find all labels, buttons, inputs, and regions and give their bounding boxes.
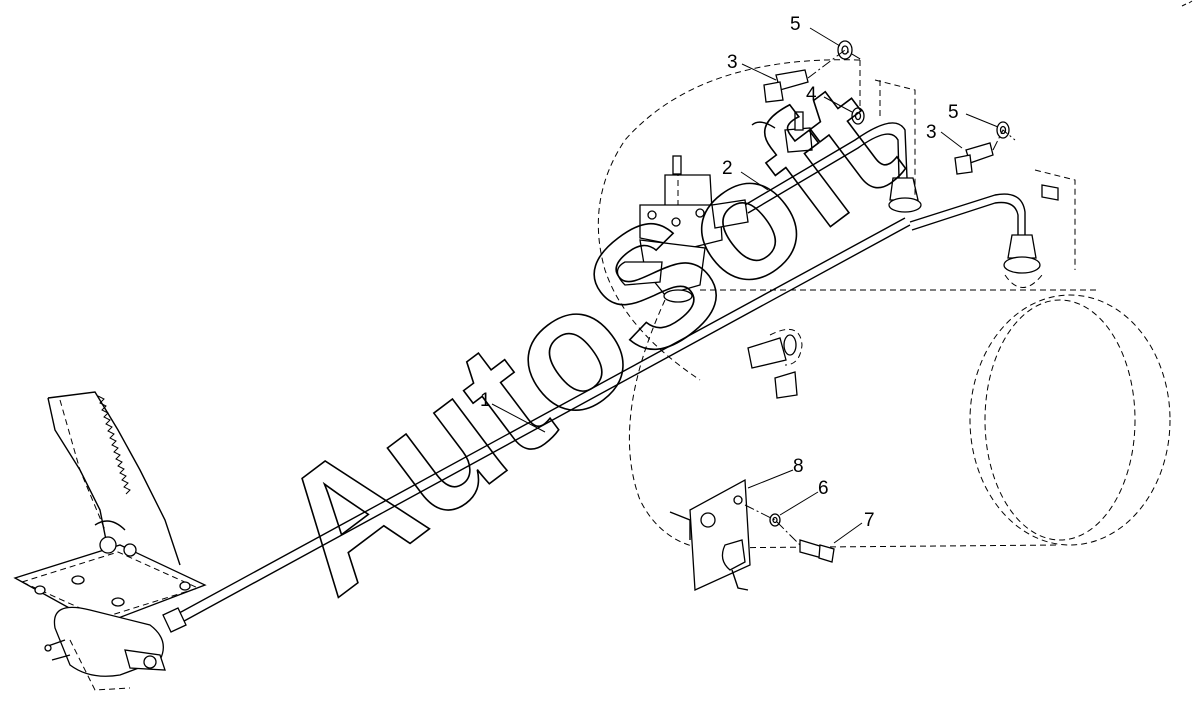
drain-valve <box>747 328 803 399</box>
bolt-7 <box>799 539 835 563</box>
air-line-right <box>909 169 1076 288</box>
callout-5-right: 5 <box>948 102 959 123</box>
callout-6: 6 <box>818 478 829 499</box>
watermark: AutoSoft <box>243 46 930 630</box>
callout-7: 7 <box>864 510 875 531</box>
air-tank <box>628 289 1171 549</box>
washers <box>837 40 1010 139</box>
callouts: 1 2 3 3 4 5 5 6 7 8 <box>480 14 959 531</box>
check-valve-top <box>751 111 813 153</box>
callout-2: 2 <box>722 158 733 179</box>
leader-lines <box>491 27 999 544</box>
corner-mark <box>1181 0 1193 7</box>
callout-3-upper: 3 <box>727 52 738 73</box>
air-line-2 <box>744 79 922 214</box>
air-line-1 <box>162 217 911 633</box>
callout-4: 4 <box>806 84 817 105</box>
callout-3-right: 3 <box>926 122 937 143</box>
reservoir-outline <box>597 59 861 381</box>
bolt-3-upper <box>763 69 809 103</box>
bolt-3-right <box>954 142 994 175</box>
callout-5-upper: 5 <box>790 14 801 35</box>
callout-8: 8 <box>793 456 804 477</box>
callout-1: 1 <box>480 390 491 411</box>
relay-valve <box>616 155 749 303</box>
mounting-plate <box>669 478 751 591</box>
brake-pedal-assembly <box>13 391 207 691</box>
